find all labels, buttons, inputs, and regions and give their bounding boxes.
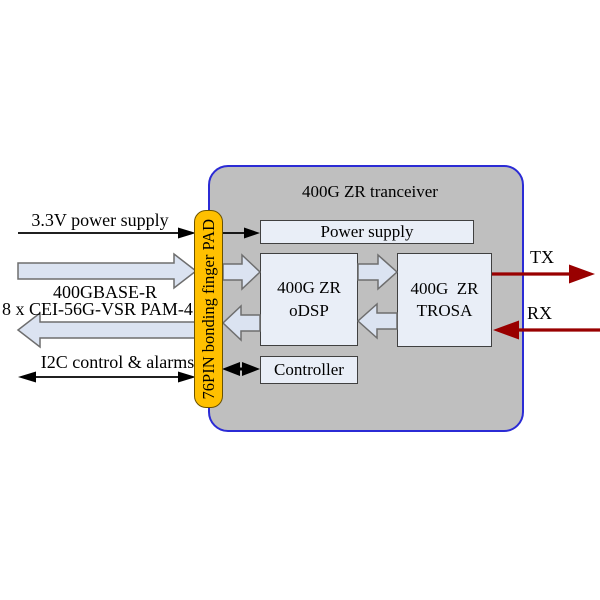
trosa-box: 400G ZR TROSA [397, 253, 492, 347]
label-cei-56g-vsr-pam4: 8 x CEI-56G-VSR PAM-4 [2, 299, 193, 319]
controller-label: Controller [274, 360, 344, 379]
label-tx: TX [530, 247, 554, 267]
trosa-label: 400G ZR TROSA [410, 278, 479, 320]
arrow-tx-head-icon [569, 264, 595, 284]
label-3v3-power-supply: 3.3V power supply [31, 210, 169, 230]
module-title: 400G ZR tranceiver [302, 182, 438, 201]
bonding-finger-pad: 76PIN bonding finger PAD [194, 210, 223, 408]
odsp-box: 400G ZR oDSP [260, 253, 358, 346]
label-i2c-control-alarms: I2C control & alarms [40, 352, 195, 372]
bonding-finger-pad-label: 76PIN bonding finger PAD [198, 218, 218, 400]
power-supply-label: Power supply [320, 222, 414, 241]
controller-box: Controller [260, 356, 358, 384]
power-supply-box: Power supply [260, 220, 474, 244]
arrow-i2c-left-head-icon [18, 371, 36, 383]
odsp-label: 400G ZR oDSP [277, 278, 341, 320]
label-rx: RX [527, 303, 553, 323]
